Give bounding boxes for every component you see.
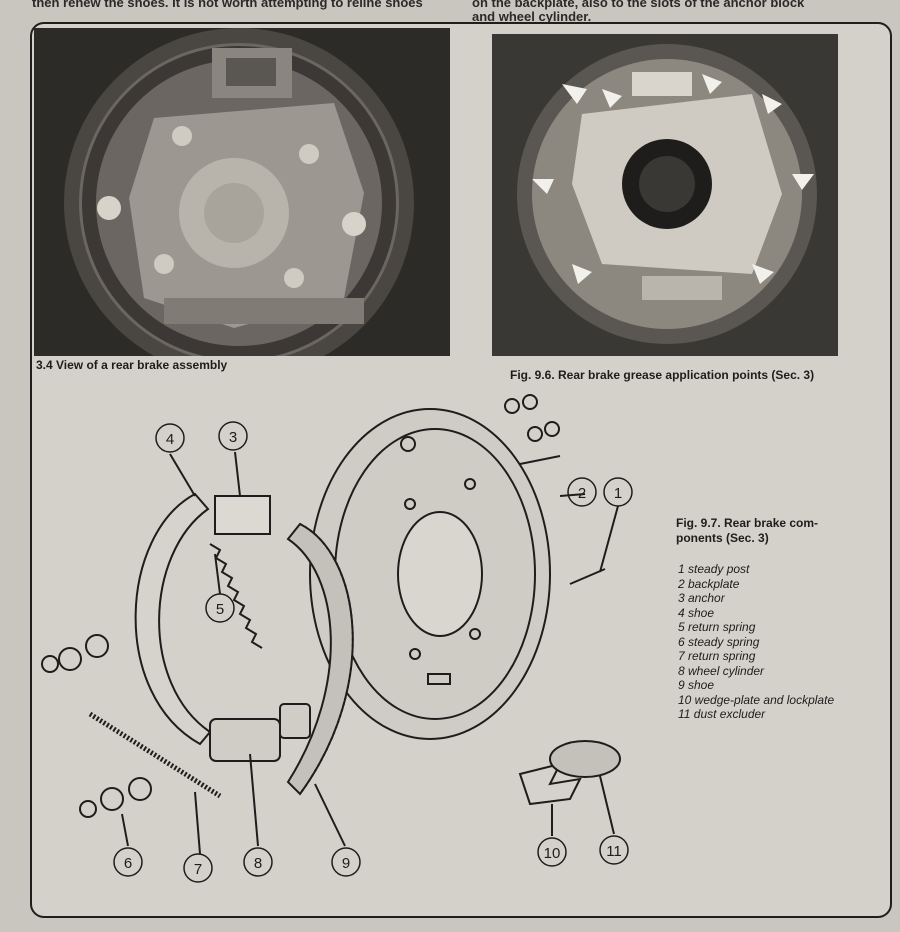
photo1-caption: 3.4 View of a rear brake assembly: [36, 358, 228, 372]
figure-caption-line1: Fig. 9.7. Rear brake com-: [676, 516, 819, 530]
legend-item: 3 anchor: [678, 591, 725, 605]
figure-caption: Fig. 9.7. Rear brake com- ponents (Sec. …: [676, 516, 876, 546]
steady-spring-drawings: [41, 634, 152, 818]
svg-text:7: 7: [194, 861, 202, 878]
legend-item: 2 backplate: [678, 576, 740, 591]
dust-excluder-drawing: [549, 740, 621, 778]
callout-3: 3: [218, 421, 248, 451]
legend-item: 7 return spring: [678, 649, 756, 663]
svg-text:6: 6: [124, 855, 132, 872]
top-text-left: then renew the shoes. It is not worth at…: [32, 0, 423, 10]
wheel-cylinder-drawing: [209, 718, 281, 762]
callout-1: 1: [603, 477, 633, 507]
callout-7: 7: [183, 853, 213, 883]
top-text-right-line1: on the backplate, also to the slots of t…: [472, 0, 805, 10]
svg-text:9: 9: [342, 855, 350, 872]
top-text-right-line2: and wheel cylinder.: [472, 9, 592, 24]
svg-text:11: 11: [606, 843, 622, 860]
legend-item: 1 steady post: [678, 562, 750, 576]
svg-text:4: 4: [166, 431, 174, 448]
callout-5: 5: [205, 593, 235, 623]
anchor-drawing: [214, 495, 271, 535]
svg-text:8: 8: [254, 855, 262, 872]
rear-brake-assembly-photo: [34, 28, 450, 356]
legend-item: 5 return spring: [678, 620, 756, 634]
callout-10: 10: [537, 837, 567, 867]
shoe-4-drawing: [134, 492, 212, 746]
legend-item: 4 shoe: [678, 605, 715, 620]
figure-legend: Fig. 9.7. Rear brake com- ponents (Sec. …: [676, 516, 876, 722]
legend-item: 9 shoe: [678, 678, 715, 692]
legend-item: 6 steady spring: [678, 634, 760, 649]
svg-text:10: 10: [544, 845, 561, 862]
callout-2: 2: [567, 477, 597, 507]
legend-item: 8 wheel cylinder: [678, 663, 765, 678]
svg-text:3: 3: [229, 429, 237, 446]
photo2-caption: Fig. 9.6. Rear brake grease application …: [510, 368, 815, 382]
grease-points-photo: [492, 34, 838, 356]
legend-item: 11 dust excluder: [678, 707, 766, 721]
callout-8: 8: [243, 847, 273, 877]
svg-text:2: 2: [578, 485, 586, 502]
brake-components-diagram: 1 2 3 4 5 6 7 8 9 10 11: [41, 394, 633, 883]
top-text-right: on the backplate, also to the slots of t…: [472, 0, 892, 24]
return-spring-7-drawing: [88, 711, 222, 799]
callout-11: 11: [599, 835, 629, 865]
figure-caption-line2: ponents (Sec. 3): [676, 531, 769, 545]
callout-6: 6: [113, 847, 143, 877]
legend-item: 10 wedge-plate and lockplate: [678, 692, 835, 707]
callout-9: 9: [331, 847, 361, 877]
svg-text:1: 1: [614, 485, 622, 502]
svg-text:5: 5: [216, 601, 224, 618]
callout-4: 4: [155, 423, 185, 453]
return-spring-5-drawing: [209, 543, 263, 649]
